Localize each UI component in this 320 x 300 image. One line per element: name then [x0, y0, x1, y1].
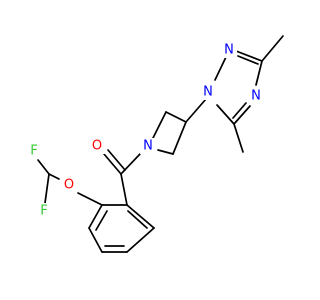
- atom-n-triazole-4: N: [251, 89, 261, 104]
- atom-f-lower: F: [40, 204, 47, 219]
- bond-n4-c5: [233, 105, 251, 125]
- bond-ar-6-1: [126, 204, 155, 229]
- bond-n1-n2: [214, 56, 227, 81]
- atom-o-ether: O: [64, 178, 74, 193]
- bond-ar-inner-a: [95, 210, 108, 231]
- bond-c3-methyl: [261, 35, 284, 62]
- bond-carbonyl-aryl: [120, 173, 128, 206]
- bond-carbonyl-o-2: [107, 149, 126, 171]
- bond-n4-c5-double: [232, 102, 247, 119]
- bond-c5-n1: [216, 104, 235, 125]
- bond-az-c2-n: [157, 149, 174, 155]
- bond-chf2-flower: [44, 173, 50, 204]
- bond-n-carbonyl: [120, 153, 141, 175]
- bond-n1-azetidine: [185, 98, 207, 123]
- bond-ar-2-3: [88, 204, 103, 229]
- bond-aryl-oether: [77, 192, 103, 206]
- structure-drawing: N N N N O O F F: [26, 35, 284, 253]
- bond-n2-c3-double: [237, 55, 259, 65]
- bond-az-c4-c3: [165, 111, 187, 123]
- atom-n-azetidine: N: [143, 139, 153, 154]
- bond-oether-chf2: [48, 173, 60, 180]
- bond-ar-5-6: [126, 227, 155, 253]
- atom-labels: N N N N O O F F: [26, 42, 264, 219]
- atom-f-upper: F: [30, 144, 37, 159]
- bond-c3-n4: [255, 60, 263, 86]
- bond-ar-3-4: [88, 227, 103, 253]
- bond-c5-methyl: [233, 123, 244, 153]
- molecule-canvas: N N N N O O F F: [26, 35, 284, 253]
- atom-n-triazole-2: N: [224, 43, 234, 58]
- bond-ar-inner-c: [127, 210, 148, 229]
- bond-n2-c3: [235, 50, 263, 62]
- atom-o-carbonyl: O: [92, 139, 102, 154]
- bond-az-c3-c2: [172, 121, 187, 155]
- bond-az-n-c4: [152, 111, 167, 139]
- bond-carbonyl-o-1: [103, 153, 122, 175]
- bonds: [37, 35, 284, 253]
- atom-n-triazole-1: N: [203, 85, 213, 100]
- bond-chf2-fupper: [37, 159, 50, 175]
